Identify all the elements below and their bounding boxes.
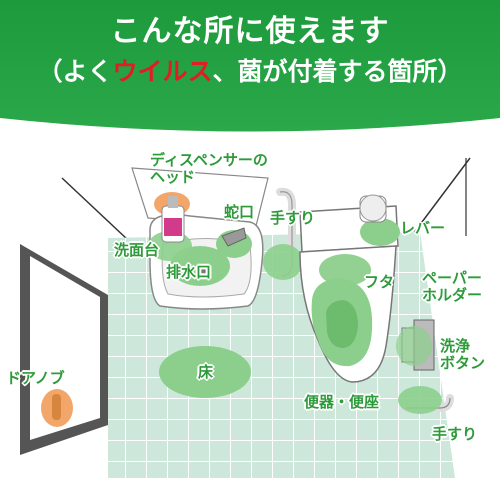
label-door-knob: ドアノブ: [6, 369, 65, 387]
label-drain: 排水口: [166, 263, 212, 281]
subtitle-after: 、菌が付着する箇所）: [212, 57, 463, 86]
lever-hotspot: [360, 218, 400, 246]
lid-hotspot: [319, 254, 371, 286]
label-lever: レバー: [400, 219, 446, 237]
label-floor: 床: [198, 363, 214, 381]
label-handrail-lower: 手すり: [432, 425, 478, 443]
label-toilet-seat: 便器・便座: [304, 393, 380, 411]
page-subtitle: （よくウイルス、菌が付着する箇所）: [0, 52, 500, 88]
header-band: [0, 0, 500, 132]
label-lid: フタ: [364, 273, 395, 291]
handrail-upper-hotspot: [263, 244, 303, 280]
subtitle-virus-highlight: ウイルス: [112, 57, 213, 86]
label-flush-button: 洗浄 ボタン: [440, 337, 486, 372]
subtitle-before: （よく: [37, 57, 113, 86]
paper-holder-hotspot: [396, 326, 432, 366]
label-dispenser-head: ディスペンサーの ヘッド: [150, 151, 268, 186]
label-handrail-upper: 手すり: [270, 209, 316, 227]
handrail-lower-hotspot: [398, 386, 442, 414]
label-paper-holder: ペーパー ホルダー: [422, 269, 483, 304]
label-faucet: 蛇口: [224, 203, 255, 221]
label-sink: 洗面台: [114, 241, 160, 259]
page-title: こんな所に使えます: [110, 14, 390, 49]
floor-hotspot: [159, 346, 251, 398]
